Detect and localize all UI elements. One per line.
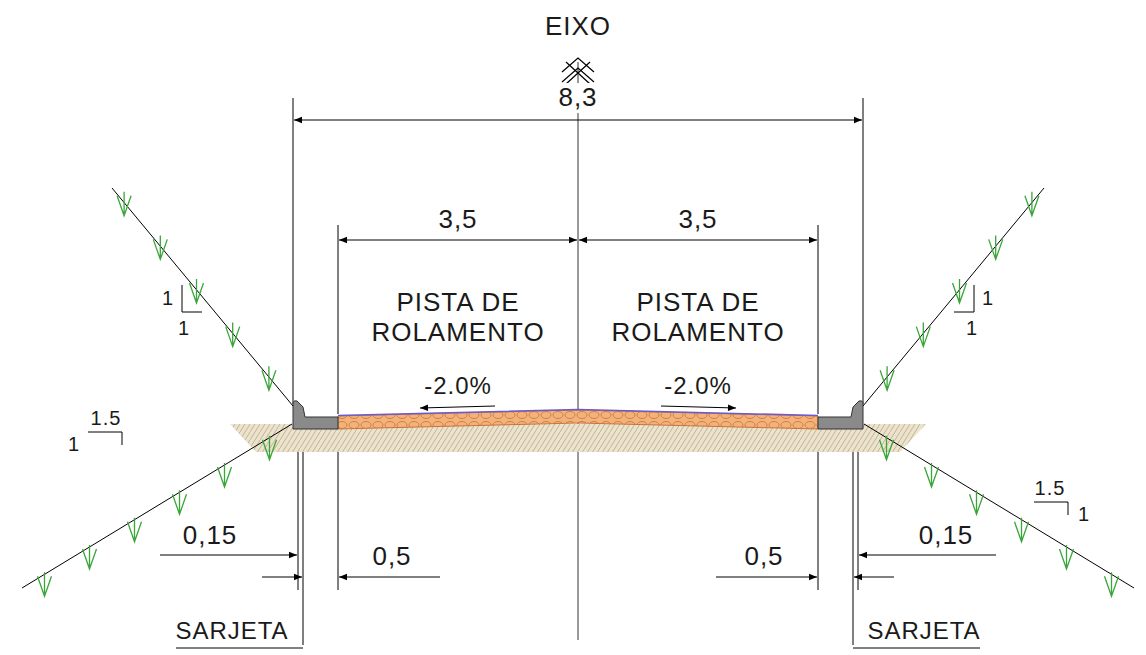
- slope-ratio: 1.5: [89, 407, 124, 430]
- grass-tuft: [262, 366, 276, 390]
- grass-tuft: [226, 323, 240, 347]
- slope-lines: [22, 188, 1134, 588]
- grass-tuft: [1060, 545, 1074, 569]
- gutter-label: SARJETA: [865, 617, 982, 645]
- grass-tuft: [953, 279, 967, 303]
- surface-line: [338, 410, 818, 416]
- axis-symbol: [562, 58, 594, 84]
- slope-ratio: 1: [66, 433, 82, 456]
- slope-ratio: 1: [980, 287, 996, 310]
- axis-line: [578, 62, 579, 640]
- grass-tuft: [218, 463, 232, 487]
- dimension-lines: [88, 98, 1068, 648]
- grass-tuft: [1025, 192, 1039, 216]
- gutter: [293, 401, 338, 429]
- pavement-layer: [338, 410, 818, 429]
- gutter-label: SARJETA: [173, 617, 290, 645]
- dimension-label: 3,5: [676, 205, 719, 235]
- slope-ratio: 1: [176, 317, 192, 340]
- slope-ratio: 1.5: [1033, 477, 1068, 500]
- grass-tuft: [970, 490, 984, 514]
- dimension-label: 0,5: [742, 542, 785, 572]
- lane-label: PISTA DE ROLAMENTO: [361, 288, 555, 348]
- dimension-label: 3,5: [436, 205, 479, 235]
- grass-tuft: [916, 323, 930, 347]
- grass-tuft: [153, 235, 167, 259]
- grass-tuft: [263, 436, 277, 460]
- grass-tuft: [925, 463, 939, 487]
- grass-tuft: [880, 366, 894, 390]
- grass-tuft: [83, 545, 97, 569]
- grass-tuft: [38, 572, 52, 596]
- grass-tuft: [190, 279, 204, 303]
- grass-tuft: [173, 490, 187, 514]
- grass-tufts: [38, 192, 1119, 597]
- grass-tuft: [1015, 518, 1029, 542]
- grass-tuft: [117, 192, 131, 216]
- gutter: [818, 401, 863, 429]
- slope-ratio: 1: [160, 287, 176, 310]
- dimension-label: 0,15: [181, 521, 240, 551]
- grass-tuft: [880, 436, 894, 460]
- axis-label: EIXO: [543, 12, 613, 42]
- dimension-label: 0,5: [370, 542, 413, 572]
- grass-tuft: [1105, 572, 1119, 596]
- crossfall-label: -2.0%: [662, 372, 734, 400]
- slope-ratio: 1: [1076, 503, 1092, 526]
- dimension-label: 8,3: [556, 83, 599, 113]
- crossfall-label: -2.0%: [422, 372, 494, 400]
- slope-ratio: 1: [964, 317, 980, 340]
- lane-label: PISTA DE ROLAMENTO: [601, 288, 795, 348]
- grass-tuft: [128, 518, 142, 542]
- grass-tuft: [989, 235, 1003, 259]
- dimension-label: 0,15: [917, 521, 976, 551]
